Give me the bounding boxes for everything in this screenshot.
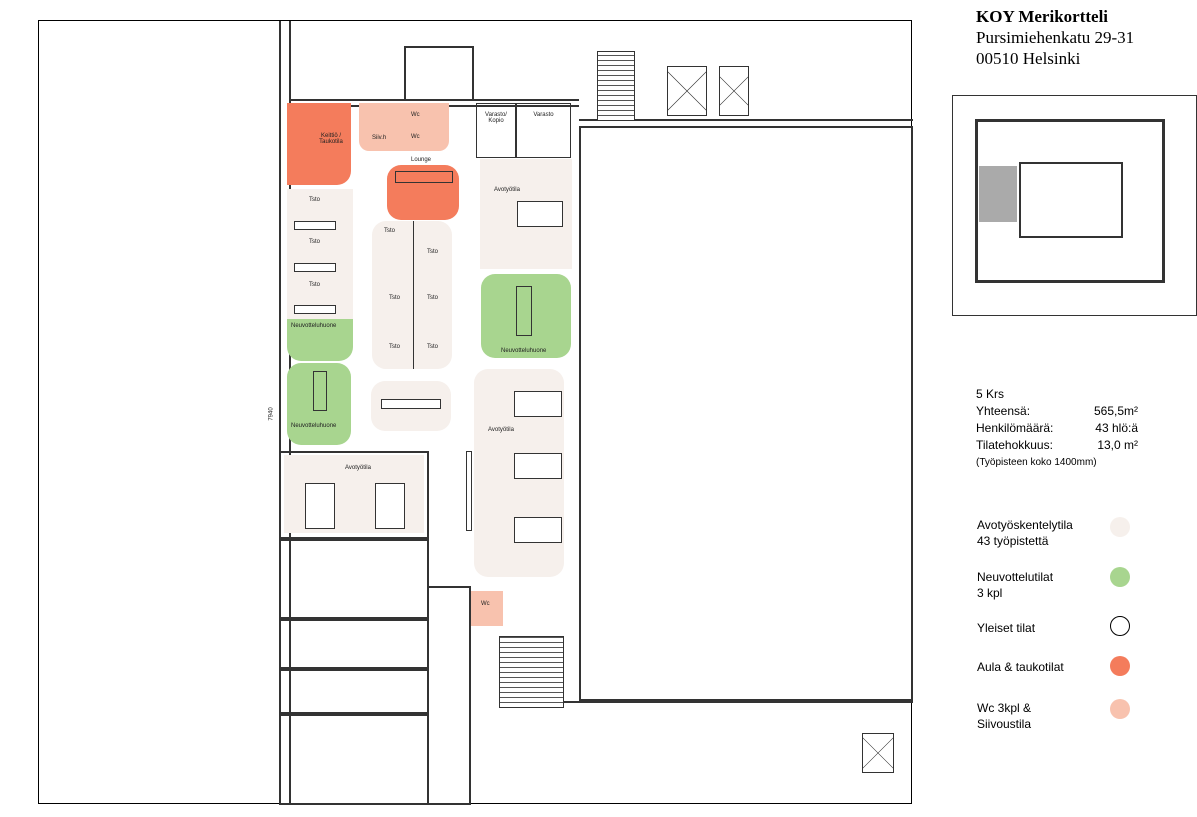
elevator (719, 66, 749, 116)
legend-swatch-common (1110, 616, 1130, 636)
wc-zone (471, 591, 503, 626)
persons-value: 43 hlö:ä (1095, 421, 1138, 435)
legend-label: Avotyöskentelytila (977, 518, 1073, 532)
meeting-zone (287, 319, 353, 361)
key-plan-courtyard (1019, 162, 1123, 238)
legend-swatch-wc (1110, 699, 1130, 719)
floor-label: 5 Krs (976, 387, 1005, 401)
lounge-label: Lounge (411, 157, 432, 163)
office-label: Tsto (389, 344, 401, 350)
persons-label: Henkilömäärä: (976, 421, 1054, 435)
office-label: Tsto (389, 295, 401, 301)
legend-sub: 43 työpistettä (977, 534, 1049, 548)
legend-swatch-meeting (1110, 567, 1130, 587)
office-label: Tsto (309, 197, 321, 203)
office-label: Tsto (427, 249, 439, 255)
meeting-table (313, 371, 327, 411)
meeting-table (516, 286, 532, 336)
stairs (597, 51, 635, 121)
elevator (667, 66, 707, 116)
partition (413, 221, 414, 369)
north-block (579, 21, 913, 121)
legend-swatch-open (1110, 517, 1130, 537)
office-label: Tsto (309, 239, 321, 245)
city: 00510 Helsinki (976, 49, 1081, 68)
legend-label: Aula & taukotilat (977, 660, 1064, 674)
meeting-label: Neuvotteluhuone (291, 423, 337, 429)
office-zone (287, 189, 353, 319)
legend-label: Neuvottelutilat (977, 570, 1054, 584)
desk (381, 399, 441, 409)
wc-label: Wc (411, 134, 420, 140)
legend-label: Wc 3kpl & (977, 701, 1032, 715)
south-wall (564, 701, 913, 805)
desk (294, 221, 336, 230)
efficiency-value: 13,0 m² (1097, 438, 1138, 452)
key-plan-highlight (979, 166, 1017, 222)
legend-item: Yleiset tilat (977, 620, 1035, 636)
courtyard-wall (579, 126, 913, 701)
total-label: Yhteensä: (976, 404, 1031, 418)
wc-block (404, 46, 474, 101)
cleaning-label: Siiv.h (372, 135, 387, 141)
cabinet (466, 451, 472, 531)
wc-label: Wc (481, 601, 490, 607)
dimension-label: 7940 (268, 407, 275, 421)
open-office-label: Avotyötila (345, 465, 371, 471)
sofa (395, 171, 453, 183)
desk (517, 201, 563, 227)
legend-item: Wc 3kpl & Siivoustila (977, 700, 1031, 732)
desk (514, 453, 562, 479)
wc-label: Wc (411, 112, 420, 118)
desk (294, 305, 336, 314)
kitchen-zone (287, 103, 351, 185)
storage-room: Varasto (516, 103, 571, 158)
street-address: Pursimiehenkatu 29-31 (976, 28, 1135, 47)
room-wall (279, 714, 429, 805)
office-label: Tsto (309, 282, 321, 288)
legend-label: Yleiset tilat (977, 621, 1036, 635)
lounge-zone (387, 165, 459, 220)
legend-item: Neuvottelutilat 3 kpl (977, 569, 1053, 601)
key-plan (952, 95, 1197, 316)
meeting-label: Neuvotteluhuone (291, 323, 337, 329)
corridor-wall (427, 586, 471, 805)
office-label: Tsto (427, 295, 439, 301)
legend-swatch-lobby (1110, 656, 1130, 676)
legend-item: Avotyöskentelytila 43 työpistettä (977, 517, 1073, 549)
workstation-note: (Työpisteen koko 1400mm) (976, 457, 1097, 468)
stairs (499, 636, 564, 708)
desk (375, 483, 405, 529)
legend-item: Aula & taukotilat (977, 659, 1064, 675)
company-name: KOY Merikortteli (976, 7, 1109, 26)
meeting-label: Neuvotteluhuone (501, 348, 547, 354)
room-wall (279, 539, 429, 619)
desk (294, 263, 336, 272)
key-plan-outline (975, 119, 1165, 283)
elevator (862, 733, 894, 773)
room-wall (279, 669, 429, 714)
desk (514, 391, 562, 417)
room-wall (279, 451, 429, 539)
room-wall (279, 619, 429, 669)
office-zone (372, 221, 452, 369)
desk (514, 517, 562, 543)
legend-sub: 3 kpl (977, 586, 1003, 600)
area-stats: 5 Krs Yhteensä: 565,5m² Henkilömäärä: 43 h… (976, 386, 1138, 471)
storage-copy-room: Varasto/ Kopio (476, 103, 516, 158)
efficiency-label: Tilatehokkuus: (976, 438, 1053, 452)
legend-sub: Siivoustila (977, 717, 1032, 731)
floor-plan: Keittiö / Taukotila Siiv.h Wc Wc Varasto… (38, 20, 913, 805)
address-block: KOY Merikortteli Pursimiehenkatu 29-31 0… (976, 6, 1134, 69)
kitchen-label: Keittiö / Taukotila (319, 133, 343, 145)
desk (305, 483, 335, 529)
total-value: 565,5m² (1093, 404, 1138, 418)
office-label: Tsto (427, 344, 439, 350)
office-label: Tsto (384, 228, 396, 234)
open-office-label: Avotyötila (488, 427, 514, 433)
wc-zone (359, 103, 449, 151)
open-office-label: Avotyötila (494, 187, 520, 193)
